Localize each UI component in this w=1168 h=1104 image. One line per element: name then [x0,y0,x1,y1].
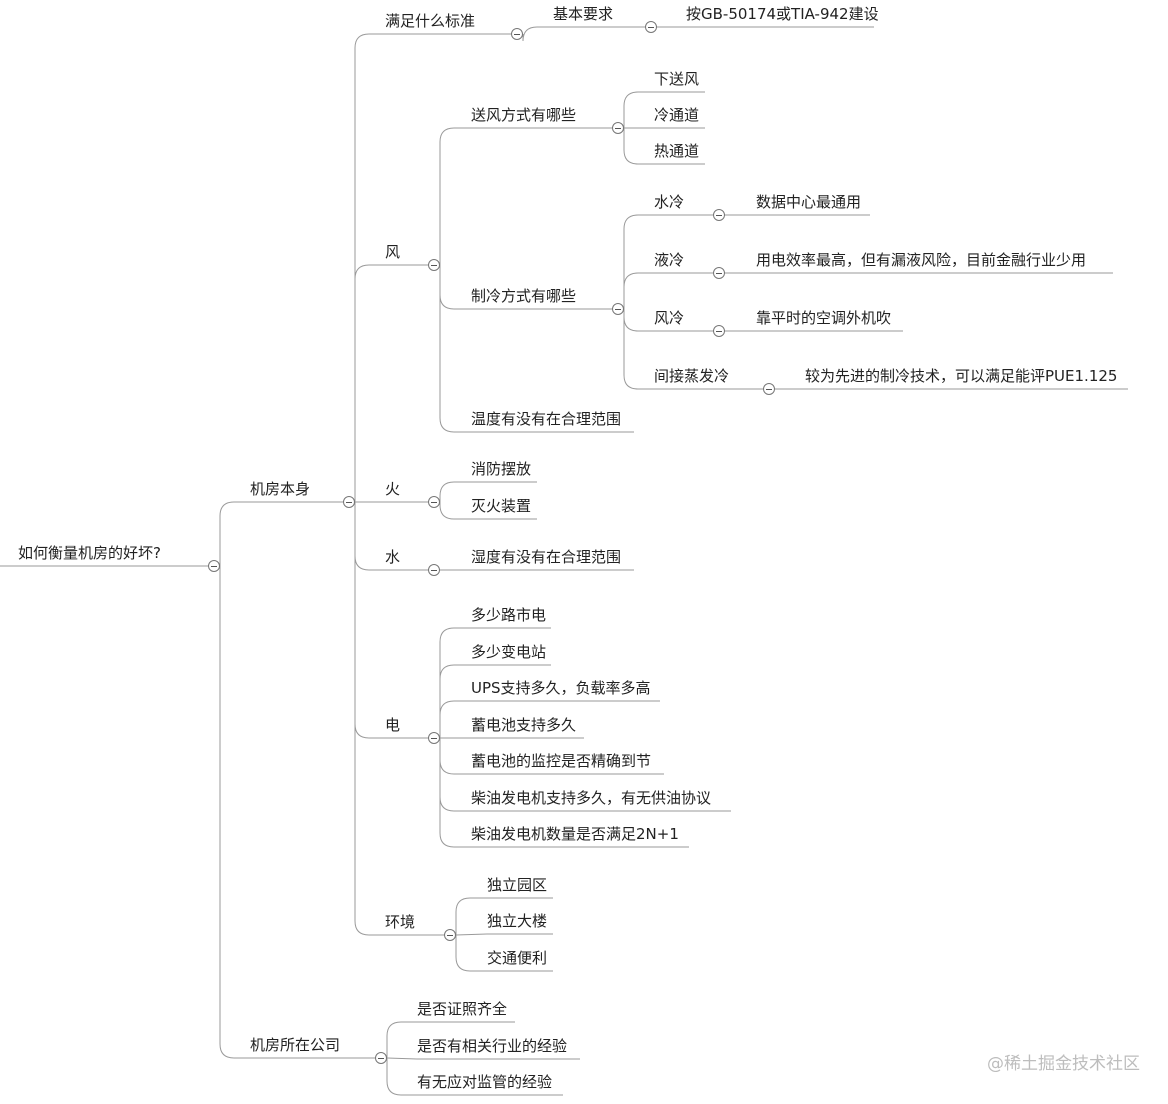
branch-connector [354,264,385,502]
topic-f1[interactable]: 消防摆放 [471,460,532,478]
topic-std1a[interactable]: 按GB-50174或TIA-942建设 [686,5,879,23]
topic-std1[interactable]: 基本要求 [553,5,614,23]
topic-temp[interactable]: 温度有没有在合理范围 [471,410,622,428]
collapse-toggle-icon[interactable] [428,496,440,508]
branch-connector [354,33,385,502]
branch-connector [386,1058,417,1096]
topic-v1[interactable]: 独立园区 [487,876,548,894]
topic-c3a[interactable]: 靠平时的空调外机吹 [756,309,892,327]
branch-connector [219,501,250,566]
branch-connector [386,1021,417,1058]
branch-connector [354,502,385,571]
topic-env[interactable]: 环境 [385,913,416,931]
topic-sup1[interactable]: 下送风 [654,70,700,88]
watermark: @稀土掘金技术社区 [987,1054,1140,1074]
topic-elec[interactable]: 电 [385,716,401,734]
collapse-toggle-icon[interactable] [645,21,657,33]
topic-sup2[interactable]: 冷通道 [654,106,700,124]
branch-connector [439,738,471,848]
collapse-toggle-icon[interactable] [343,496,355,508]
topic-c1a[interactable]: 数据中心最通用 [756,193,862,211]
topic-water[interactable]: 水 [385,548,401,566]
topic-v3[interactable]: 交通便利 [487,949,548,967]
topic-c3[interactable]: 风冷 [654,309,685,327]
collapse-toggle-icon[interactable] [612,122,624,134]
topic-comp[interactable]: 机房所在公司 [250,1036,341,1054]
branch-connector [623,128,654,165]
topic-p3[interactable]: 有无应对监管的经验 [417,1073,553,1091]
collapse-toggle-icon[interactable] [444,929,456,941]
branch-connector [439,265,471,433]
branch-connector [439,265,471,310]
collapse-toggle-icon[interactable] [713,267,725,279]
topic-sup[interactable]: 送风方式有哪些 [471,106,577,124]
branch-connector [623,91,654,128]
collapse-toggle-icon[interactable] [763,383,775,395]
branch-connector [623,272,654,309]
topic-sup3[interactable]: 热通道 [654,142,700,160]
branch-connector [439,664,471,738]
topic-v2[interactable]: 独立大楼 [487,912,548,930]
topic-e3[interactable]: UPS支持多久，负载率多高 [471,679,651,697]
topic-fire[interactable]: 火 [385,480,401,498]
branch-connector [455,935,487,972]
topic-c4[interactable]: 间接蒸发冷 [654,367,730,385]
branch-connector [455,933,488,936]
topic-e2[interactable]: 多少变电站 [471,643,547,661]
collapse-toggle-icon[interactable] [612,303,624,315]
topic-c4a[interactable]: 较为先进的制冷技术，可以满足能评PUE1.125 [805,367,1118,385]
topic-std[interactable]: 满足什么标准 [385,12,476,30]
branch-connector [219,566,250,1059]
topic-e4[interactable]: 蓄电池支持多久 [471,716,577,734]
topic-e5[interactable]: 蓄电池的监控是否精确到节 [471,752,652,770]
topic-c2a[interactable]: 用电效率最高，但有漏液风险，目前金融行业少用 [756,251,1087,269]
topic-p2[interactable]: 是否有相关行业的经验 [417,1037,568,1055]
branch-connector [439,502,471,520]
branch-connector [439,738,471,775]
branch-connector [623,214,654,309]
branch-connector [354,502,385,936]
branch-connector [386,1057,418,1060]
collapse-toggle-icon[interactable] [375,1052,387,1064]
branch-connector [522,26,553,42]
topic-self[interactable]: 机房本身 [250,480,311,498]
branch-connector [623,309,654,332]
collapse-toggle-icon[interactable] [428,259,440,271]
collapse-toggle-icon[interactable] [428,564,440,576]
topic-e7[interactable]: 柴油发电机数量是否满足2N+1 [471,825,679,843]
branch-connector [455,897,487,935]
topic-root[interactable]: 如何衡量机房的好坏? [18,544,161,562]
topic-wind[interactable]: 风 [385,243,401,261]
branch-connector [439,627,471,738]
topic-e6[interactable]: 柴油发电机支持多久，有无供油协议 [471,789,712,807]
branch-connector [439,700,471,738]
branch-connector [623,309,654,390]
branch-connector [354,502,385,739]
topic-cool[interactable]: 制冷方式有哪些 [471,287,577,305]
topic-e1[interactable]: 多少路市电 [471,606,547,624]
collapse-toggle-icon[interactable] [713,325,725,337]
topic-c2[interactable]: 液冷 [654,251,685,269]
collapse-toggle-icon[interactable] [428,732,440,744]
topic-c1[interactable]: 水冷 [654,193,685,211]
branch-connector [439,481,471,502]
collapse-toggle-icon[interactable] [511,28,523,40]
topic-p1[interactable]: 是否证照齐全 [417,1000,508,1018]
collapse-toggle-icon[interactable] [208,560,220,572]
collapse-toggle-icon[interactable] [713,209,725,221]
topic-w1[interactable]: 湿度有没有在合理范围 [471,548,622,566]
branch-connector [439,127,471,265]
topic-f2[interactable]: 灭火装置 [471,497,532,515]
